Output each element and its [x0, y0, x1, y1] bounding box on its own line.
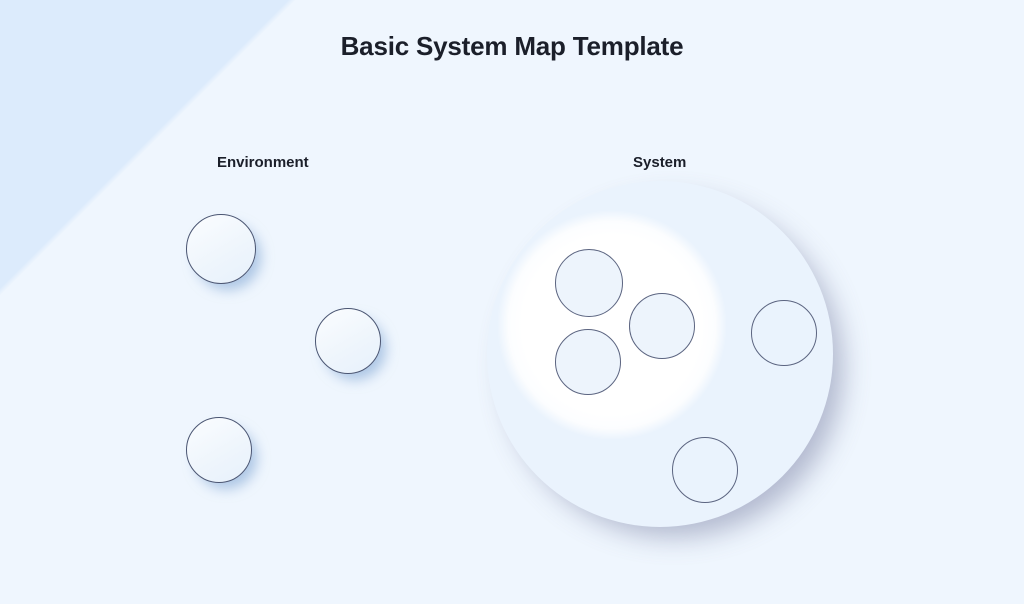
environment-node-3[interactable]: [186, 417, 252, 483]
environment-label: Environment: [217, 154, 309, 171]
system-label: System: [633, 154, 687, 171]
system-node-2[interactable]: [629, 293, 695, 359]
page-title: Basic System Map Template: [340, 31, 684, 61]
system-node-4[interactable]: [751, 300, 817, 366]
system-node-5[interactable]: [672, 437, 738, 503]
system-node-3[interactable]: [555, 329, 621, 395]
environment-node-2[interactable]: [315, 308, 381, 374]
system-node-1[interactable]: [555, 249, 623, 317]
environment-node-1[interactable]: [186, 214, 256, 284]
